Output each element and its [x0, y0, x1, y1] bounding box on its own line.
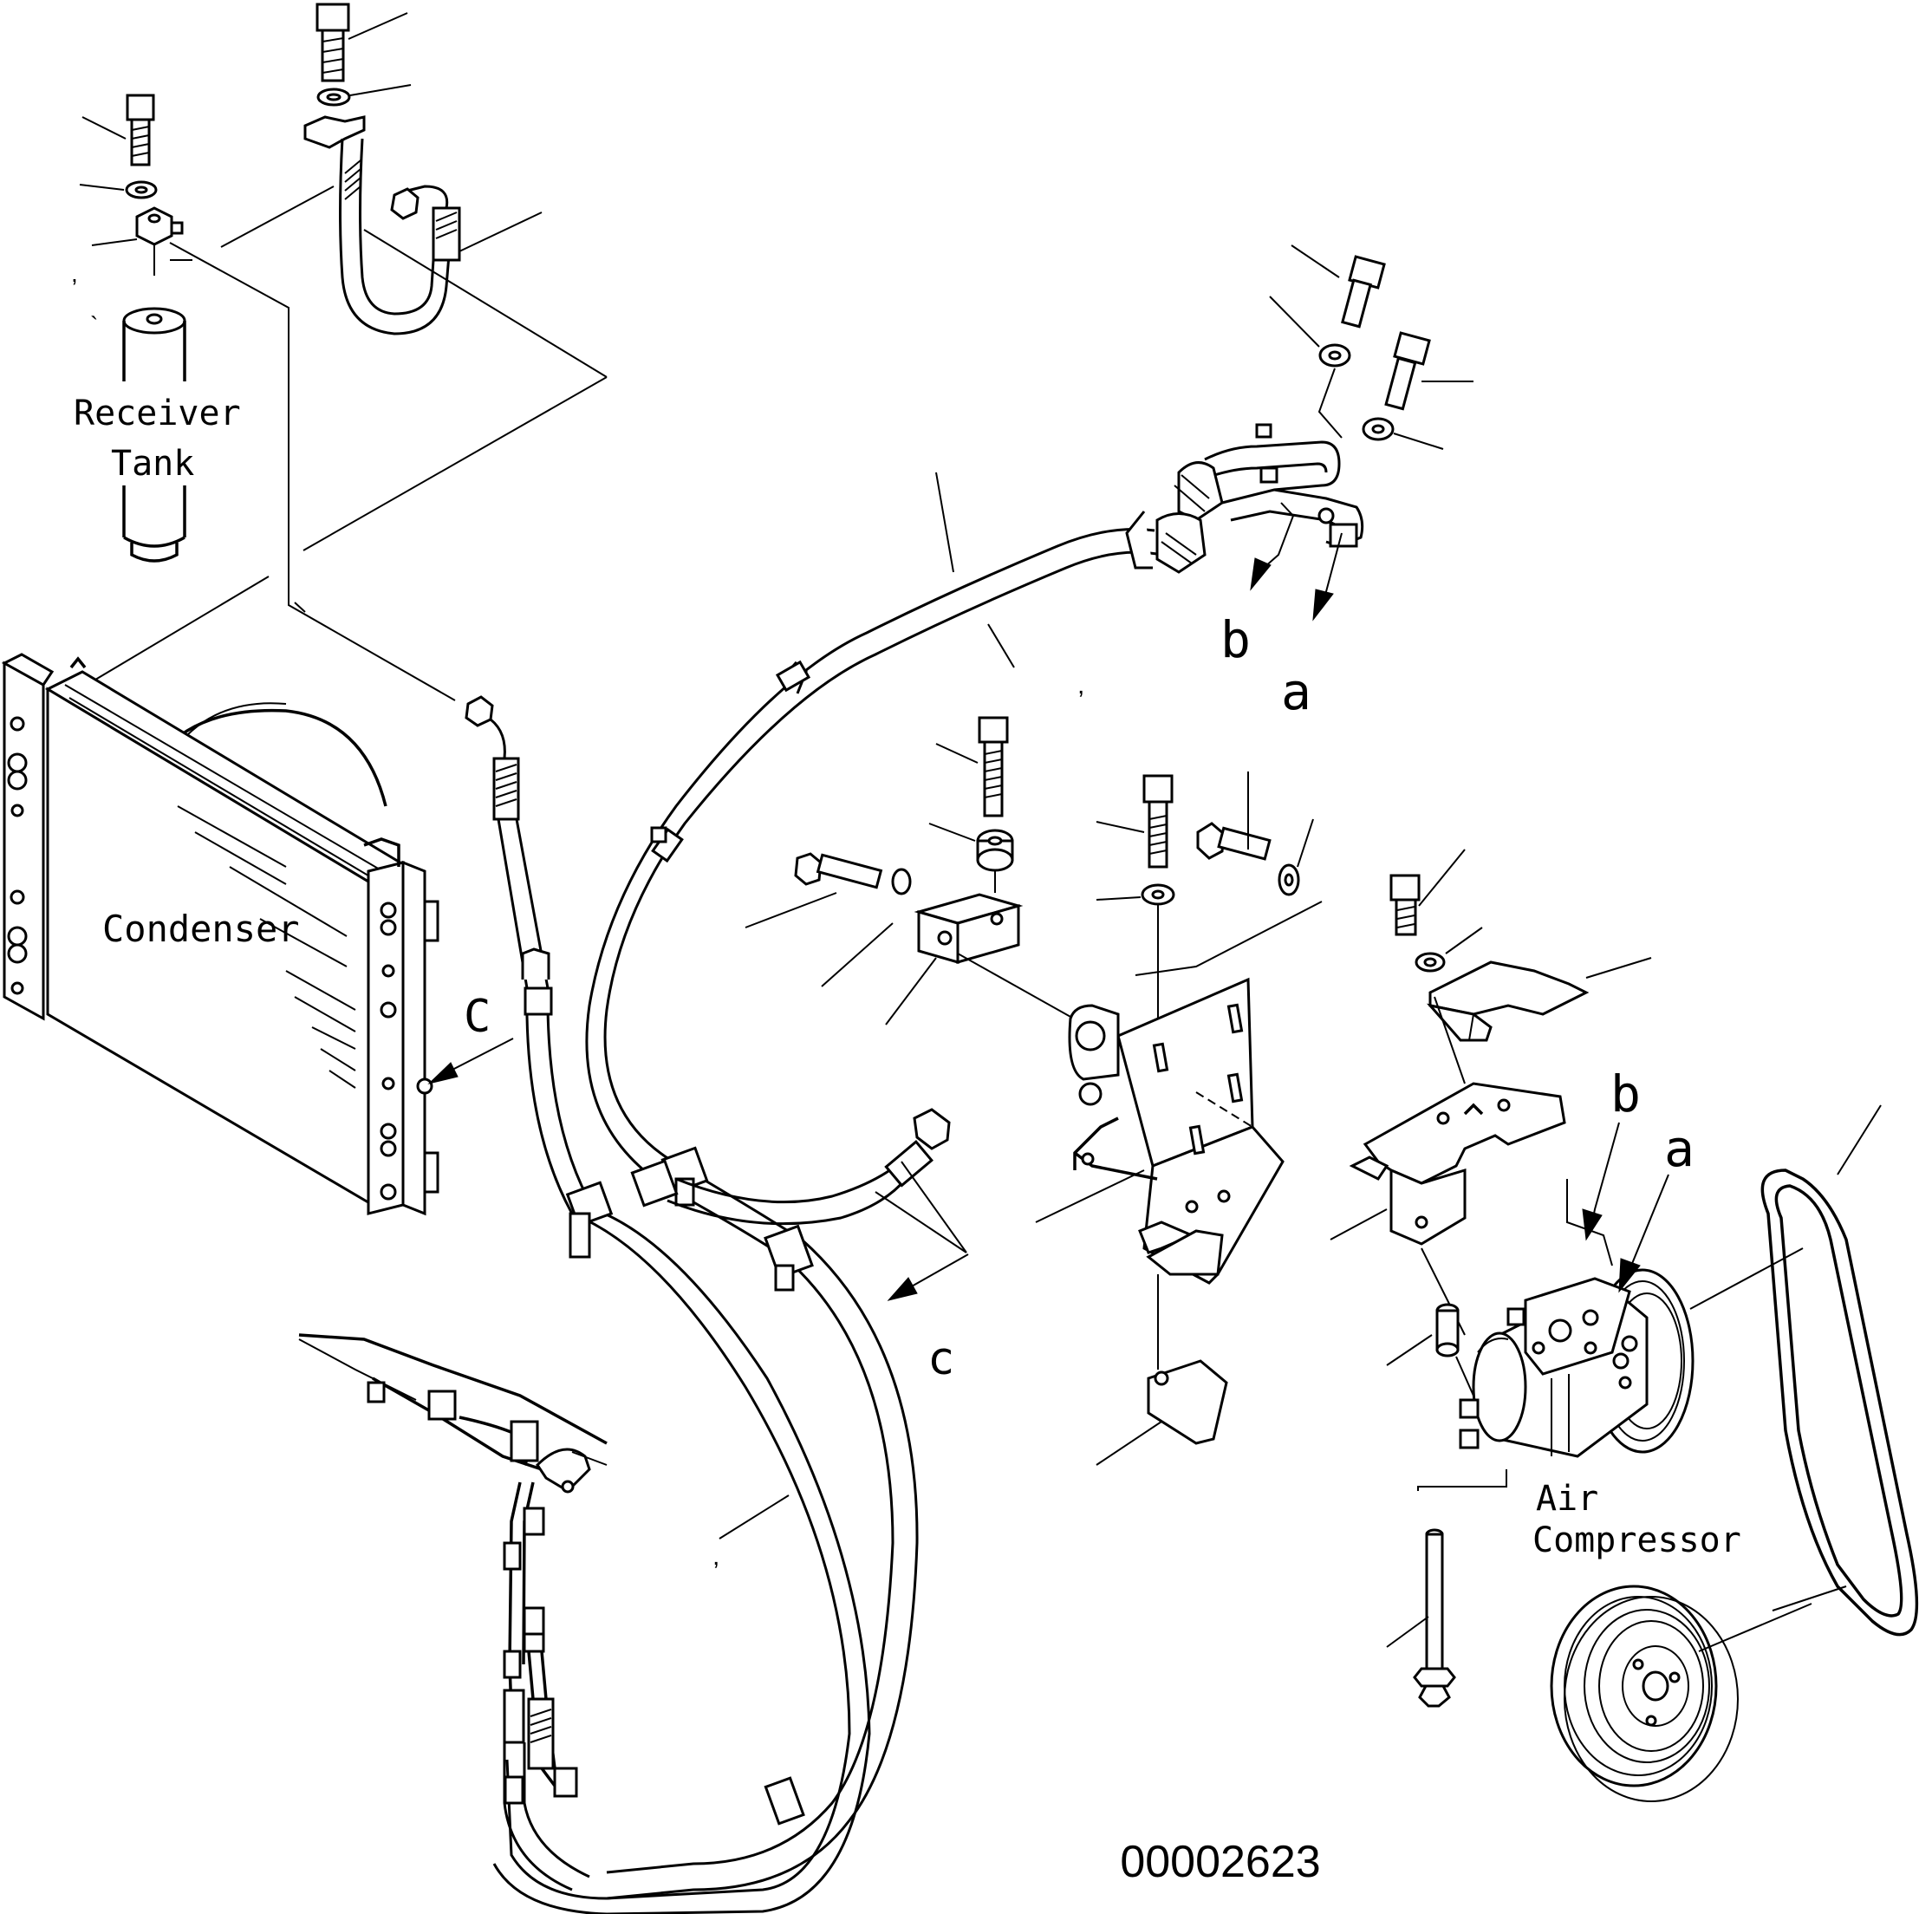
receiver-washer — [79, 180, 158, 199]
leader-hose-condenser — [302, 376, 608, 551]
ref-b-right: b — [1610, 1064, 1641, 1123]
mount-bracket — [1330, 1082, 1566, 1336]
air-compressor — [1459, 1122, 1804, 1458]
arrow-c-left-head — [427, 1062, 459, 1084]
ref-b-top: b — [1220, 610, 1251, 669]
hose-bolt-top — [315, 3, 408, 82]
ref-a-right: a — [1664, 1119, 1695, 1178]
hose-washer-top — [316, 84, 412, 107]
air-compressor-label-1: Air — [1536, 1479, 1598, 1519]
arrow-c-bottom-head — [887, 1277, 918, 1301]
ref-c-left: C — [464, 991, 491, 1043]
bracket-washer-2 — [1278, 818, 1314, 896]
spacer-collar — [928, 823, 1014, 872]
receiver-tank-label-1: Receiver — [74, 394, 241, 433]
discharge-hose — [667, 1108, 967, 1253]
receiver-hose-assembly — [220, 3, 608, 378]
main-bracket — [1035, 977, 1285, 1285]
air-compressor-label-2: Compressor — [1532, 1520, 1741, 1560]
ref-c-bottom: c — [927, 1333, 954, 1385]
bracket-bolt-angled — [1196, 771, 1272, 861]
suction-hose — [504, 528, 1162, 1900]
pressure-switch-block — [91, 206, 184, 276]
spacer-tube — [1386, 1303, 1460, 1366]
long-bolt — [1386, 1469, 1507, 1708]
bolt-a — [1384, 331, 1473, 411]
condenser-outlet-hose — [465, 695, 871, 1914]
compressor-mount-parts — [1330, 849, 1652, 1708]
receiver-tank-assembly: , ` Receiver Tank — [71, 94, 241, 563]
receiver-bolt — [81, 94, 155, 166]
crank-pulley — [1550, 1585, 1812, 1802]
receiver-tank — [122, 307, 186, 563]
spacer-bolt — [935, 716, 1009, 817]
tick-mark-3: , — [1077, 671, 1084, 700]
arrow-c-bottom-line — [909, 1253, 969, 1288]
arrow-a-right-head — [1618, 1258, 1641, 1293]
cover-plate — [1426, 957, 1652, 1042]
spacer-block — [885, 893, 1024, 1025]
washer-b — [1269, 296, 1351, 368]
mount-washer — [1415, 927, 1483, 973]
lower-pipe-assembly — [298, 1333, 608, 1891]
v-belt — [1760, 1104, 1919, 1637]
tick-mark-4: , — [712, 1542, 719, 1571]
arrow-a-top-head — [1312, 589, 1334, 622]
compressor-hose-fittings — [1125, 244, 1473, 622]
compressor-bracket-assembly — [745, 716, 1323, 1466]
condenser-label: Condenser — [102, 908, 300, 950]
condenser — [1, 653, 439, 1216]
arrow-c-left-line — [450, 1038, 514, 1071]
bolt-b — [1291, 244, 1386, 329]
arrow-b-right-head — [1582, 1208, 1603, 1241]
bracket-bolt-vertical — [1096, 774, 1174, 869]
washer-a — [1362, 417, 1444, 450]
ref-a-top: a — [1281, 662, 1311, 721]
bracket-pad — [1096, 1229, 1228, 1466]
arrow-b-top-head — [1250, 557, 1272, 591]
horizontal-bolt — [745, 852, 912, 987]
figure-number: 00002623 — [1120, 1837, 1320, 1887]
tick-mark-1: , — [71, 260, 78, 287]
bracket-washer-1 — [1096, 883, 1175, 906]
mount-bolt — [1389, 849, 1466, 936]
receiver-tank-label-2: Tank — [111, 444, 194, 484]
tick-mark-2: ` — [90, 312, 98, 339]
leader-switch-condenser — [169, 242, 456, 701]
